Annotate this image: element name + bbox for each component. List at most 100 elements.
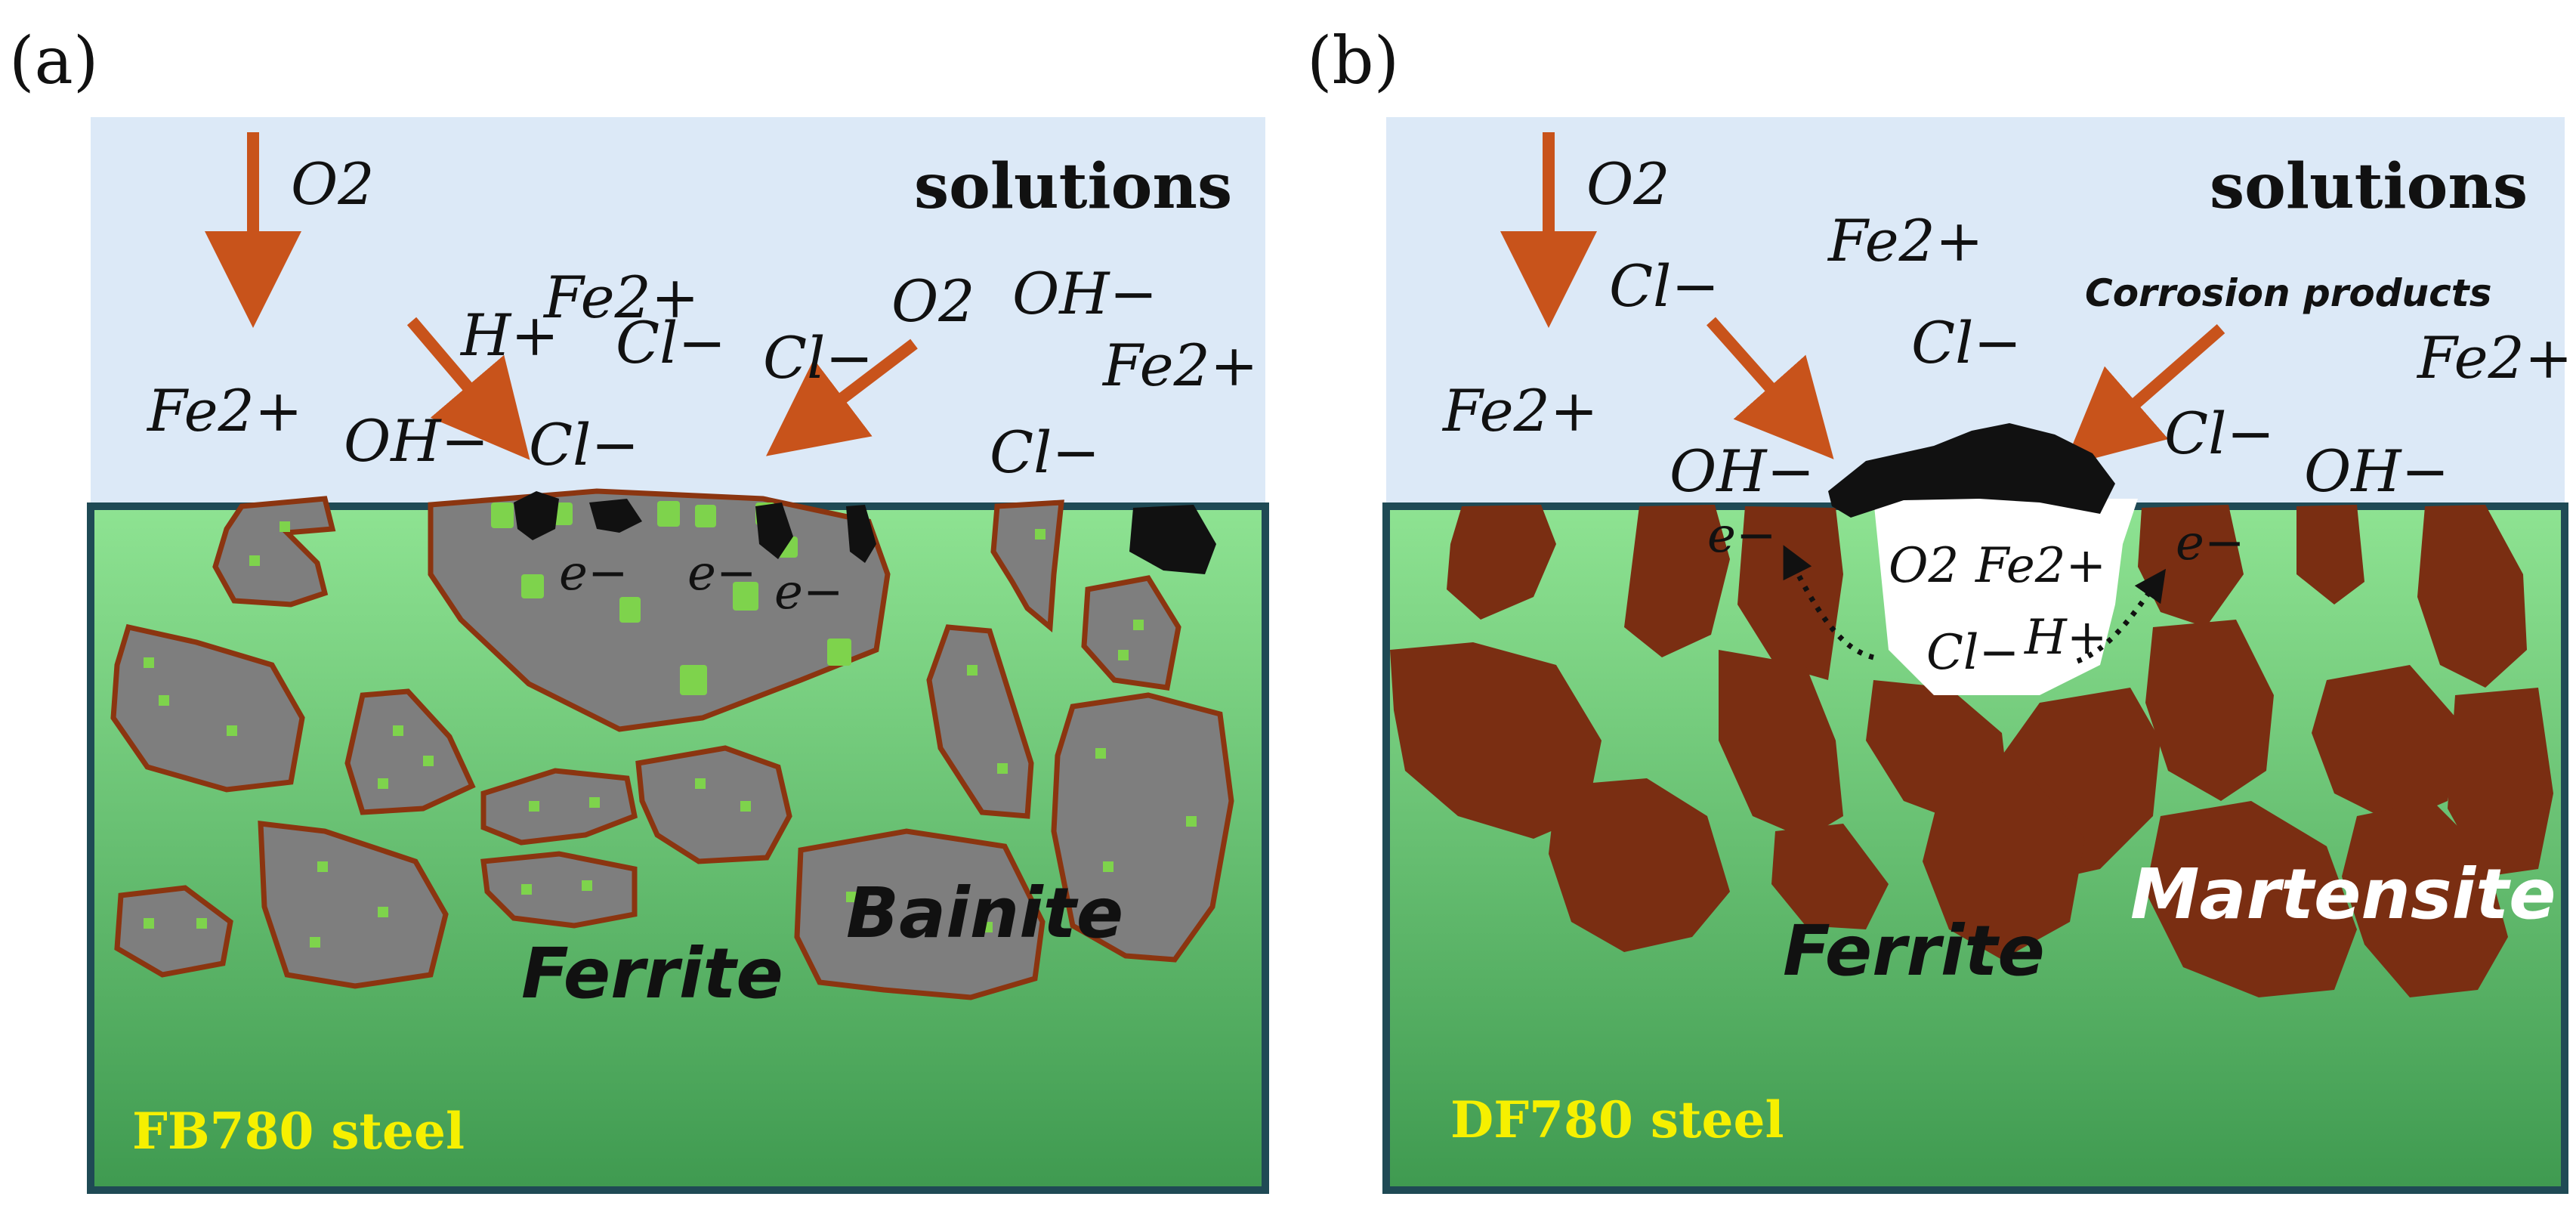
carbide [159, 695, 169, 706]
carbide [1118, 650, 1129, 660]
electron-label: e− [1707, 508, 1777, 564]
steel-label: FB780 steel [132, 1102, 465, 1161]
carbide [521, 884, 532, 895]
bainite-grain [114, 885, 233, 978]
pit-species-h: H+ [2024, 610, 2107, 666]
corrosion-deposit [846, 505, 876, 563]
species-oh-right: OH− [1012, 260, 1157, 327]
bainite-grain [258, 821, 449, 989]
electron-label: e− [687, 546, 757, 601]
martensite-grain [2448, 688, 2553, 877]
species-fe2-center: Fe2+ [542, 264, 700, 331]
species-cl-left: Cl− [1609, 252, 1719, 320]
pit-species-fe2: Fe2+ [1975, 538, 2106, 594]
o2-arrow-mid [766, 339, 918, 456]
solution-label: solutions [914, 150, 1232, 223]
corrosion-products-label: Corrosion products [2085, 271, 2491, 315]
pit-species-cl: Cl− [1926, 625, 2019, 681]
species-fe2-right: Fe2+ [2416, 324, 2573, 391]
panel-a: (a) solutions O2 Fe2+ H+ Fe2+ Cl− OH− Cl… [9, 23, 1269, 1194]
carbide [144, 918, 154, 929]
ferrite-label: Ferrite [521, 933, 783, 1014]
carbide [1133, 620, 1144, 630]
species-oh-center: OH− [344, 407, 489, 475]
corrosion-deposit [589, 499, 642, 533]
species-oh-right: OH− [2304, 438, 2449, 505]
martensite-grain [1771, 824, 1889, 929]
electron-label: e− [559, 546, 629, 601]
species-o2-mid: O2 [891, 267, 975, 335]
species-fe2-top: Fe2+ [1827, 207, 1984, 274]
corrosion-deposit [514, 491, 559, 540]
martensite-grain [2296, 505, 2364, 604]
solution-label: solutions [2210, 150, 2528, 223]
martensite-grain [1624, 505, 1730, 657]
species-o2-left: O2 [1586, 150, 1670, 218]
carbide [589, 797, 600, 808]
bainite-grain [480, 768, 638, 846]
carbide-particles [144, 501, 1197, 948]
carbide [317, 861, 328, 872]
electron-path-right [2076, 568, 2167, 664]
species-cl-right: Cl− [990, 419, 1100, 486]
species-cl-right: Cl− [2164, 400, 2275, 467]
bainite-grain [212, 496, 336, 608]
corrosion-deposit [755, 502, 793, 559]
species-fe2-left: Fe2+ [146, 377, 303, 444]
carbide [196, 918, 207, 929]
carbide [695, 505, 716, 527]
bainite-grain [635, 745, 792, 864]
martensite-grain [2145, 620, 2274, 801]
species-cl-mid: Cl− [763, 324, 873, 391]
martensite-grain [2312, 665, 2463, 824]
carbide [827, 639, 851, 666]
corrosion-pit [1873, 499, 2138, 695]
steel-label: DF780 steel [1450, 1090, 1784, 1149]
corrosion-deposit [1129, 505, 1216, 574]
martensite-grain [1390, 642, 1602, 839]
bainite-grain [794, 828, 1046, 1000]
carbide [619, 597, 641, 623]
carbide [280, 521, 290, 532]
carbide [378, 778, 388, 789]
martensite-grain [1737, 506, 1843, 680]
martensite-grain [2417, 505, 2527, 688]
carbide [1095, 748, 1106, 759]
species-cl-surface: Cl− [529, 411, 639, 478]
ion-arrow-center [406, 317, 530, 460]
corrosion-arrow [2063, 323, 2225, 467]
carbide [144, 657, 154, 668]
carbide [967, 665, 978, 676]
ferrite-label: Ferrite [1783, 911, 2045, 991]
carbide [529, 801, 539, 812]
carbide [982, 922, 993, 932]
bainite-grain [1081, 575, 1181, 691]
carbide [733, 582, 758, 611]
carbide [997, 763, 1008, 774]
martensite-grain [1549, 778, 1730, 952]
species-o2-left: O2 [291, 150, 375, 218]
electron-label: e− [2176, 515, 2245, 571]
cl-arrow-left [1707, 317, 1834, 459]
martensite-grain [1447, 505, 1556, 620]
bainite-grains [110, 488, 1234, 1000]
bainite-grain [480, 851, 638, 929]
carbide [423, 756, 434, 766]
species-fe2-left: Fe2+ [1441, 377, 1598, 444]
carbide [680, 665, 707, 695]
carbide [740, 801, 751, 812]
martensite-label: Martensite [2130, 854, 2556, 935]
carbide [249, 555, 260, 566]
corrosion-product-deposits [514, 491, 1216, 574]
carbide [1035, 529, 1046, 540]
carbide [310, 937, 320, 948]
carbide [657, 501, 680, 527]
species-cl-top: Cl− [1911, 309, 2022, 376]
carbide [491, 502, 514, 528]
species-oh-left: OH− [1669, 438, 1815, 505]
carbide [695, 778, 706, 789]
martensite-grain [1923, 778, 2085, 960]
carbide [521, 574, 544, 598]
carbide [582, 880, 592, 891]
species-fe2-right: Fe2+ [1101, 332, 1259, 399]
